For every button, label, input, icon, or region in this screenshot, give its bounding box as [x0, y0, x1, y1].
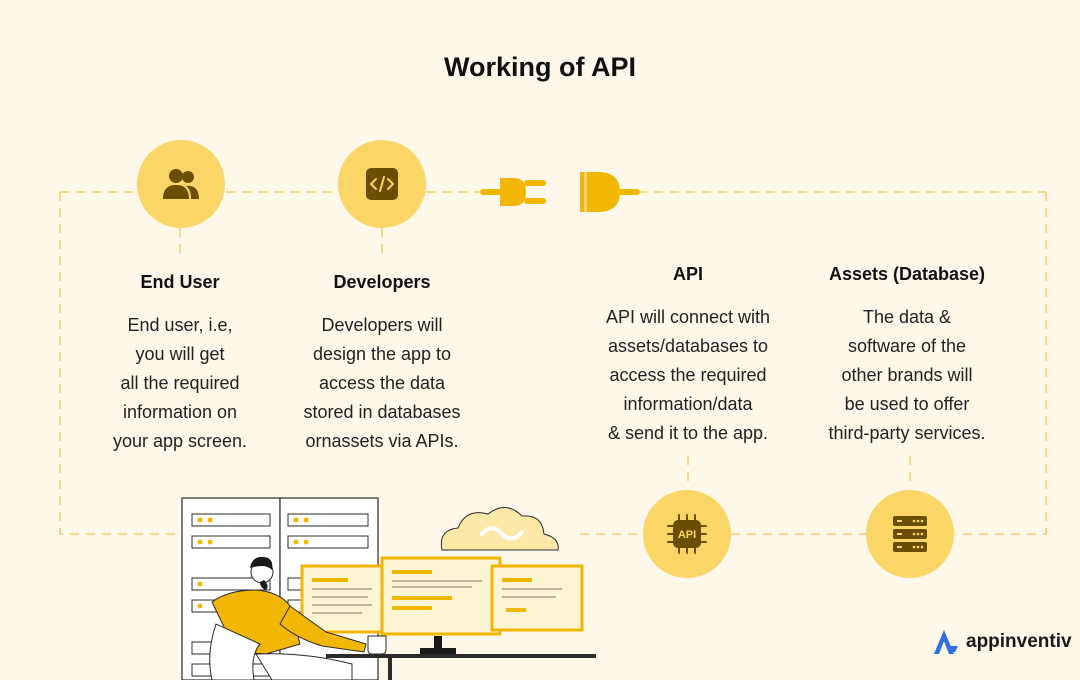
developers-column: Developers Developers will design the ap… [282, 272, 482, 456]
assets-line: software of the [847, 336, 967, 356]
end-user-column: End User End user, i.e, you will get all… [80, 272, 280, 456]
code-icon [366, 168, 398, 200]
assets-line: be used to offer [844, 394, 970, 414]
end-user-line: all the required [120, 373, 240, 393]
api-description: API will connect with assets/databases t… [578, 303, 798, 448]
developers-line: stored in databases [303, 402, 461, 422]
server-icon [893, 516, 927, 552]
api-node: API [643, 490, 731, 578]
developer-person-illustration [209, 556, 367, 680]
api-column: API API will connect with assets/databas… [578, 264, 798, 448]
api-line: assets/databases to [607, 336, 769, 356]
api-line: access the required [609, 365, 767, 385]
api-chip-label: API [678, 529, 696, 541]
api-heading: API [672, 264, 703, 284]
end-user-node [137, 140, 225, 228]
assets-line: other brands will [841, 365, 973, 385]
end-user-line: you will get [135, 344, 225, 364]
cloud-illustration [440, 507, 559, 551]
end-user-description: End user, i.e, you will get all the requ… [80, 311, 280, 456]
left-dash-line [59, 192, 182, 535]
assets-heading: Assets (Database) [828, 264, 986, 284]
users-icon [163, 169, 199, 199]
assets-line: The data & [862, 307, 952, 327]
assets-line: third-party services. [828, 423, 986, 443]
developers-node [338, 140, 426, 228]
end-user-line: your app screen. [112, 431, 248, 451]
developers-line: access the data [318, 373, 446, 393]
plug-connector-icon [480, 172, 640, 212]
api-line: API will connect with [605, 307, 771, 327]
assets-column: Assets (Database) The data & software of… [800, 264, 1014, 448]
appinventiv-logo-icon [934, 630, 958, 654]
end-user-heading: End User [140, 272, 220, 292]
developer-illustration [181, 497, 596, 680]
monitor-illustration [300, 556, 584, 654]
developers-line: Developers will [321, 315, 443, 335]
assets-description: The data & software of the other brands … [800, 303, 1014, 448]
developers-heading: Developers [333, 272, 431, 292]
developers-description: Developers will design the app to access… [282, 311, 482, 456]
api-chip-icon: API [667, 514, 707, 554]
brand-logo: appinventiv [932, 628, 1072, 656]
developers-line: design the app to [312, 344, 452, 364]
page-title: Working of API [444, 52, 636, 82]
developers-line: ornassets via APIs. [305, 431, 459, 451]
end-user-line: End user, i.e, [127, 315, 233, 335]
assets-node [866, 490, 954, 578]
api-line: information/data [623, 394, 753, 414]
right-dash-line [955, 192, 1047, 535]
end-user-line: information on [122, 402, 238, 422]
brand-name: appinventiv [966, 631, 1072, 652]
api-line: & send it to the app. [607, 423, 769, 443]
